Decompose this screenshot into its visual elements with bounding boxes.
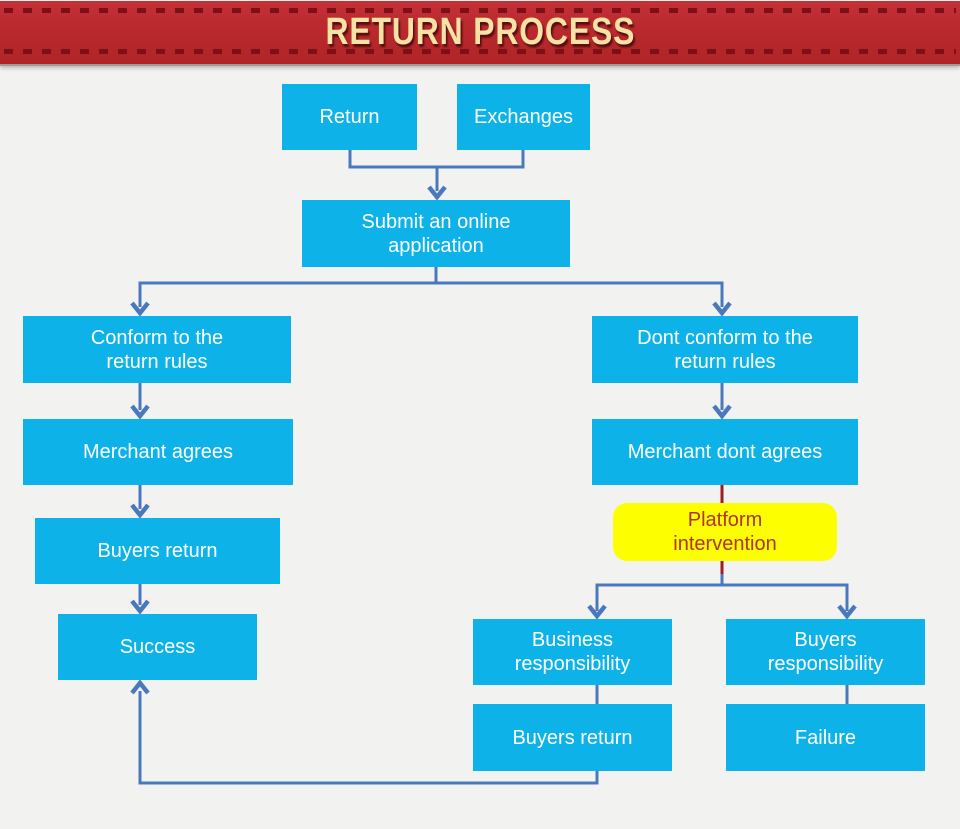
arrowhead-conform bbox=[130, 301, 150, 317]
arrowhead-dont-conform bbox=[712, 301, 732, 317]
node-conform-rules: Conform to the return rules bbox=[23, 316, 291, 383]
node-dont-conform-rules: Dont conform to the return rules bbox=[592, 316, 858, 383]
banner-dash-bottom bbox=[4, 49, 956, 54]
connector-return-exchanges-merge bbox=[348, 150, 525, 169]
page-title: RETURN PROCESS bbox=[325, 11, 635, 53]
arrowhead-buyers-responsibility bbox=[837, 604, 857, 620]
header-banner: RETURN PROCESS bbox=[0, 1, 960, 64]
arrowhead-success bbox=[130, 599, 150, 615]
node-exchanges: Exchanges bbox=[457, 84, 590, 150]
banner-dash-top bbox=[4, 8, 956, 13]
node-return: Return bbox=[282, 84, 417, 150]
node-merchant-dont-agrees: Merchant dont agrees bbox=[592, 419, 858, 485]
arrowhead-buyers-return-left bbox=[130, 503, 150, 519]
node-business-responsibility: Business responsibility bbox=[473, 619, 672, 685]
arrowhead-submit bbox=[427, 185, 447, 201]
node-success: Success bbox=[58, 614, 257, 680]
connector-branch-horizontal bbox=[138, 281, 724, 307]
node-buyers-return-left: Buyers return bbox=[35, 518, 280, 584]
arrowhead-business-responsibility bbox=[587, 604, 607, 620]
node-buyers-responsibility: Buyers responsibility bbox=[726, 619, 925, 685]
arrowhead-merchant-agrees bbox=[130, 404, 150, 420]
node-buyers-return-right: Buyers return bbox=[473, 704, 672, 771]
connector-split-horizontal bbox=[595, 583, 849, 611]
node-failure: Failure bbox=[726, 704, 925, 771]
arrowhead-feedback-up bbox=[130, 679, 150, 695]
node-merchant-agrees: Merchant agrees bbox=[23, 419, 293, 485]
arrowhead-merchant-dont-agrees bbox=[712, 404, 732, 420]
node-submit-application: Submit an online application bbox=[302, 200, 570, 267]
node-platform-intervention: Platform intervention bbox=[613, 503, 837, 561]
